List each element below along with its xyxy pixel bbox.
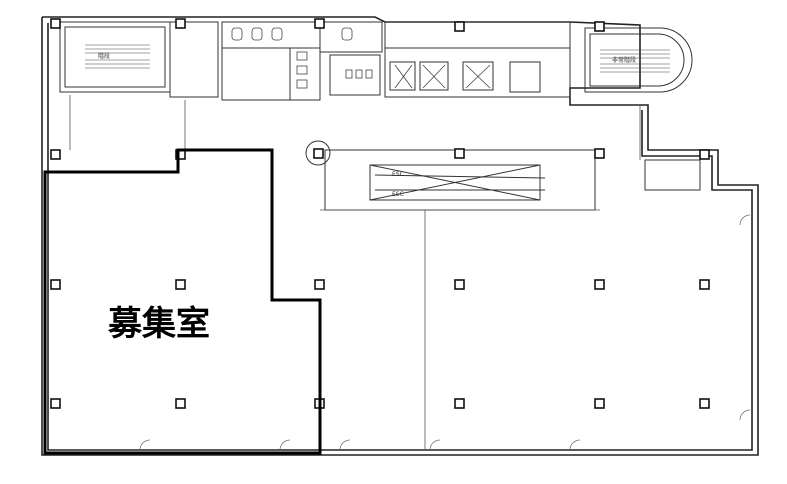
- door-swings: [139, 214, 751, 451]
- partitions: [69, 95, 641, 450]
- building-outline: [41, 16, 759, 456]
- escalator-label-lower: ESC: [392, 191, 404, 198]
- vacancy-area-outline: [43, 148, 322, 455]
- stair-label-right: 非常階段: [612, 56, 636, 64]
- fixtures: [231, 27, 491, 89]
- stair-treads: [85, 44, 670, 73]
- vacancy-room-label: 募集室: [108, 304, 210, 344]
- escalator-label-upper: ESC: [392, 171, 404, 178]
- escalator-void: [305, 140, 596, 211]
- core-rooms: [59, 21, 701, 191]
- stair-label-left: 階段: [98, 52, 110, 60]
